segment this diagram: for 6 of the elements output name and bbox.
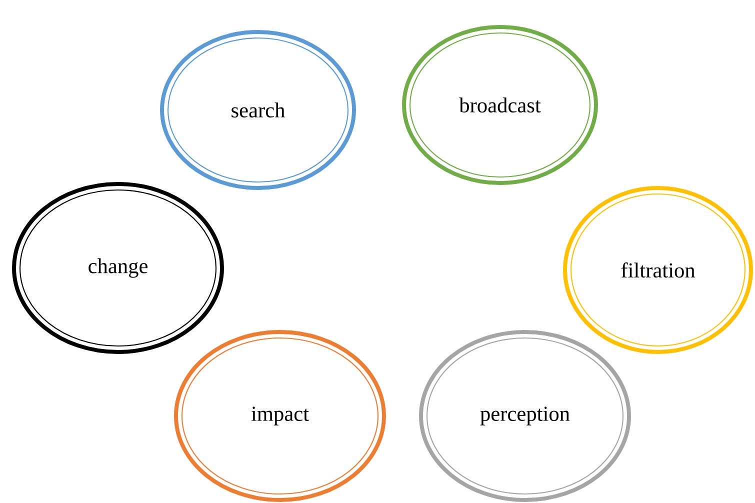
ellipse-node: search <box>160 30 356 190</box>
ellipse-node: change <box>12 182 224 354</box>
ellipse-node: impact <box>174 330 386 502</box>
ellipse-node: broadcast <box>402 25 598 185</box>
ellipse-node: perception <box>419 330 631 502</box>
ellipse-node: filtration <box>563 186 753 354</box>
